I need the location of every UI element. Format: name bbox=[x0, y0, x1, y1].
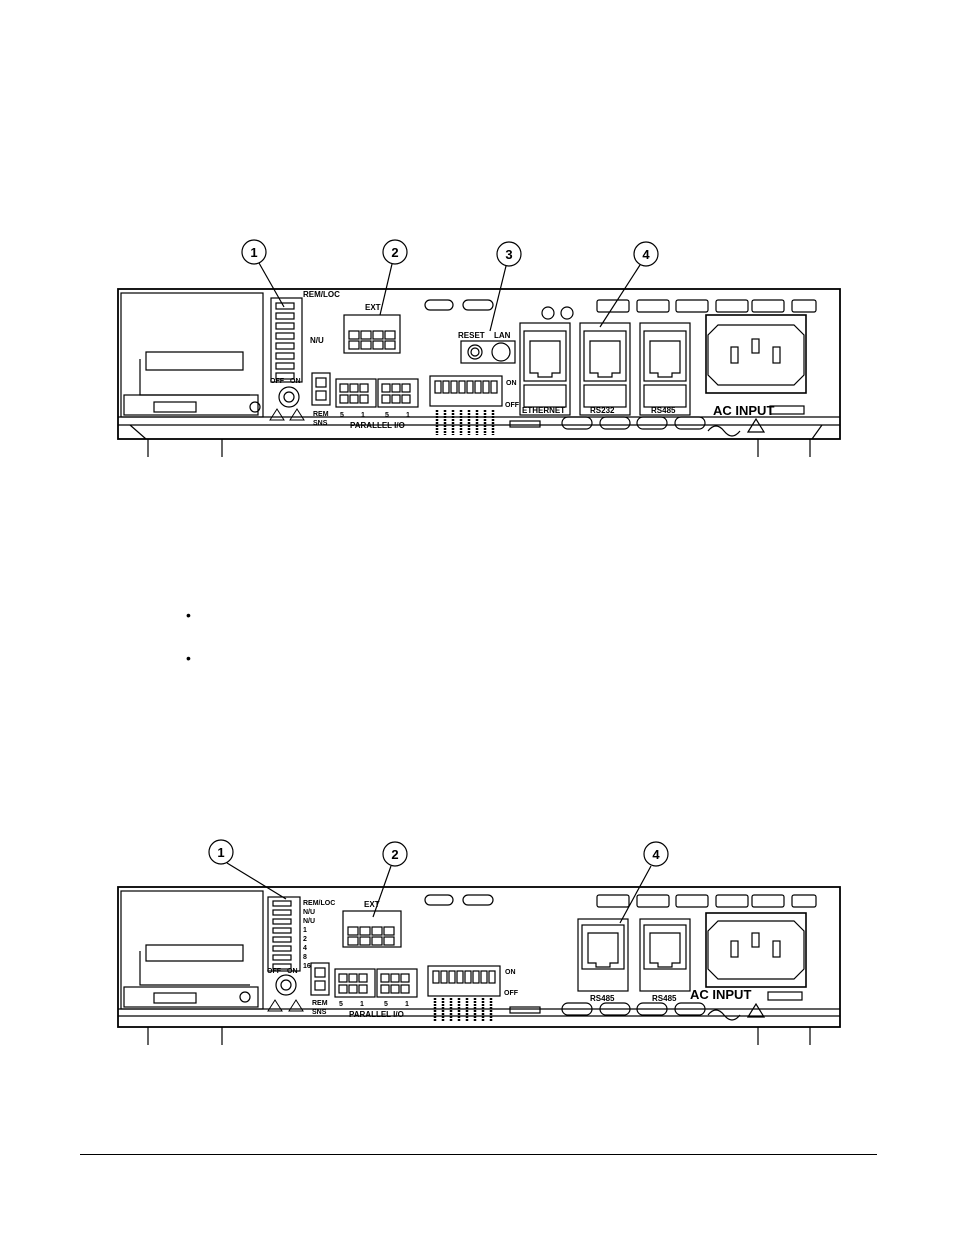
svg-text:ON: ON bbox=[290, 378, 301, 385]
callout-1: 1 bbox=[241, 239, 285, 308]
svg-text:OFF: OFF bbox=[270, 378, 285, 385]
ext-connector: EXT bbox=[342, 900, 402, 948]
svg-text:SNS: SNS bbox=[313, 420, 328, 427]
callout-4: 4 bbox=[619, 841, 669, 924]
svg-text:RS485: RS485 bbox=[651, 406, 676, 415]
bullet-2: • bbox=[186, 650, 191, 666]
blank-panel bbox=[120, 890, 264, 1010]
footer-rule bbox=[80, 1154, 877, 1155]
svg-text:8: 8 bbox=[303, 954, 307, 961]
svg-text:N/U: N/U bbox=[303, 909, 315, 916]
rear-panel-figure-lan: 1 2 3 4 REM/LOC N/U bbox=[0, 235, 954, 475]
dip-nu-label: N/U bbox=[310, 336, 324, 345]
svg-text:RS232: RS232 bbox=[590, 406, 615, 415]
bullet-1: • bbox=[186, 607, 191, 623]
blank-panel bbox=[120, 292, 264, 418]
svg-text:16: 16 bbox=[303, 963, 311, 970]
svg-text:3: 3 bbox=[505, 247, 512, 262]
svg-text:ON: ON bbox=[505, 969, 516, 976]
chassis bbox=[117, 288, 841, 457]
reset-lan-buttons: RESET LAN bbox=[458, 331, 516, 364]
parallel-io-label: PARALLEL I/O bbox=[350, 421, 405, 430]
svg-text:OFF: OFF bbox=[505, 402, 520, 409]
ext-connector: EXT bbox=[343, 303, 401, 354]
svg-text:OFF: OFF bbox=[504, 990, 519, 997]
rear-dip-switch: ON OFF bbox=[427, 965, 519, 1021]
dip-switch-column: REM/LOC N/U N/U 1 2 4 8 16 bbox=[267, 896, 335, 972]
svg-text:5: 5 bbox=[340, 412, 344, 419]
svg-text:ON: ON bbox=[506, 380, 517, 387]
svg-text:REM: REM bbox=[312, 1000, 328, 1007]
on-off-knob: OFF ON bbox=[267, 968, 304, 1012]
svg-text:1: 1 bbox=[217, 845, 224, 860]
svg-text:5: 5 bbox=[339, 1001, 343, 1008]
svg-text:N/U: N/U bbox=[303, 918, 315, 925]
svg-text:5: 5 bbox=[384, 1001, 388, 1008]
callout-1: 1 bbox=[208, 839, 287, 900]
ac-input-label: AC INPUT bbox=[713, 403, 774, 418]
rear-dip-switch: ON OFF bbox=[429, 375, 520, 435]
svg-text:4: 4 bbox=[303, 945, 307, 952]
vent-slots bbox=[424, 894, 817, 908]
bottom-slots bbox=[509, 1002, 706, 1016]
rear-panel-figure-standard: 1 2 4 REM/LOC N/U N/U 1 2 4 8 16 bbox=[0, 835, 954, 1050]
chassis bbox=[117, 886, 841, 1045]
ac-input-label: AC INPUT bbox=[690, 987, 751, 1002]
ethernet-port: ETHERNET bbox=[519, 322, 571, 416]
rs485-port-1: RS485 bbox=[577, 918, 629, 1003]
svg-text:ON: ON bbox=[287, 968, 298, 975]
svg-text:1: 1 bbox=[405, 1001, 409, 1008]
callout-3: 3 bbox=[489, 241, 522, 332]
svg-text:RS485: RS485 bbox=[652, 994, 677, 1003]
svg-text:4: 4 bbox=[652, 847, 660, 862]
svg-text:SNS: SNS bbox=[312, 1009, 327, 1016]
svg-text:EXT: EXT bbox=[365, 303, 381, 312]
svg-text:1: 1 bbox=[360, 1001, 364, 1008]
svg-text:OFF: OFF bbox=[267, 968, 282, 975]
vent-slots bbox=[424, 299, 817, 320]
svg-text:1: 1 bbox=[406, 412, 410, 419]
dip-switch-column: REM/LOC N/U bbox=[270, 290, 340, 383]
svg-text:2: 2 bbox=[391, 847, 398, 862]
lan-label: LAN bbox=[494, 331, 511, 340]
svg-text:1: 1 bbox=[361, 412, 365, 419]
svg-text:1: 1 bbox=[250, 245, 257, 260]
callout-2: 2 bbox=[379, 239, 408, 316]
rs485-port-2: RS485 bbox=[639, 918, 691, 1003]
svg-text:2: 2 bbox=[303, 936, 307, 943]
rs232-port: RS232 bbox=[579, 322, 631, 416]
ac-inlet: AC INPUT bbox=[705, 314, 807, 437]
on-off-knob: OFF ON bbox=[269, 378, 305, 421]
svg-text:2: 2 bbox=[391, 245, 398, 260]
rem-sns-connector: REM SNS bbox=[310, 962, 330, 1016]
svg-text:PARALLEL I/O: PARALLEL I/O bbox=[349, 1010, 404, 1019]
svg-text:EXT: EXT bbox=[364, 900, 380, 909]
ac-inlet: AC INPUT bbox=[690, 912, 807, 1021]
parallel-io-connectors: 5 1 5 1 PARALLEL I/O bbox=[335, 378, 419, 430]
svg-text:5: 5 bbox=[385, 412, 389, 419]
reset-label: RESET bbox=[458, 331, 485, 340]
rs485-port: RS485 bbox=[639, 322, 691, 416]
dip-remloc-label: REM/LOC bbox=[303, 290, 340, 299]
svg-text:REM/LOC: REM/LOC bbox=[303, 900, 335, 907]
svg-text:1: 1 bbox=[303, 927, 307, 934]
svg-text:ETHERNET: ETHERNET bbox=[522, 406, 565, 415]
bottom-slots bbox=[509, 416, 706, 430]
callout-4: 4 bbox=[599, 241, 659, 328]
rem-sns-connector: REM SNS bbox=[311, 372, 331, 427]
svg-text:RS485: RS485 bbox=[590, 994, 615, 1003]
callout-2: 2 bbox=[372, 841, 408, 918]
parallel-io-connectors: 5 1 5 1 PARALLEL I/O bbox=[334, 968, 418, 1019]
svg-text:REM: REM bbox=[313, 411, 329, 418]
svg-text:4: 4 bbox=[642, 247, 650, 262]
